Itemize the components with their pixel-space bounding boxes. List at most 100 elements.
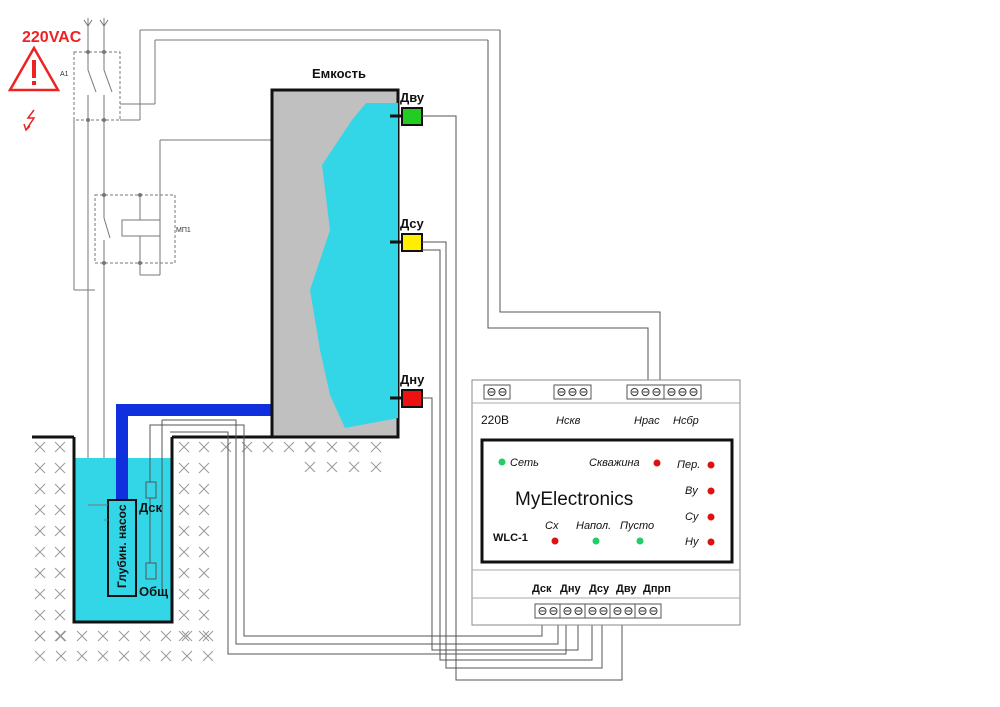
breaker-dots [86, 50, 142, 265]
storage-tank [270, 88, 400, 439]
hatch-mark [55, 650, 67, 662]
hatch-mark [34, 525, 46, 537]
label-dnu: Дну [560, 583, 581, 595]
hatch-mark [304, 441, 316, 453]
label-dsk: Дск [532, 583, 552, 595]
pump-label: Глубин. насос [115, 504, 129, 588]
hatch-mark [178, 462, 190, 474]
hatch-mark [181, 650, 193, 662]
indicator-pusto-label: Пусто [620, 520, 654, 532]
indicator-su-led [707, 513, 715, 521]
breaker-label: A1 [60, 71, 69, 78]
tank-title: Емкость [312, 66, 366, 81]
deep-well-pump: Глубин. насос [107, 499, 137, 597]
hatch-mark [55, 630, 67, 642]
hatch-mark [34, 630, 46, 642]
hatch-mark [54, 630, 66, 642]
tank-water [310, 103, 398, 428]
indicator-sx-label: Сх [545, 520, 559, 532]
hatch-mark [198, 525, 210, 537]
hatch-mark [198, 630, 210, 642]
hatch-mark [34, 441, 46, 453]
top-terminals [483, 384, 702, 400]
hatch-mark [198, 483, 210, 495]
indicator-vu-led [707, 487, 715, 495]
hatch-mark [54, 462, 66, 474]
tank-sensor-middle: Дсу [390, 216, 424, 252]
indicator-nu-led [707, 538, 715, 546]
hatch-mark [54, 567, 66, 579]
label-dsu: Дсу [589, 583, 610, 595]
hatch-mark [198, 609, 210, 621]
pump-wires [88, 504, 108, 521]
hatch-mark [178, 609, 190, 621]
hatch-mark [160, 630, 172, 642]
hatch-mark [54, 588, 66, 600]
ground-hatching [34, 441, 382, 662]
hatch-mark [198, 546, 210, 558]
indicator-nu-label: Ну [685, 536, 700, 548]
model-label: WLC-1 [493, 532, 528, 544]
indicator-set: Сеть Скважина Сх Напол. Пусто Пер. Ву Су… [498, 457, 715, 548]
hatch-mark [178, 525, 190, 537]
hatch-mark [198, 588, 210, 600]
hatch-mark [348, 441, 360, 453]
hatch-mark [34, 462, 46, 474]
indicator-skvazhina-led [653, 459, 661, 467]
hatch-mark [34, 609, 46, 621]
voltage-label: 220VAC [22, 29, 82, 46]
hatch-mark [34, 504, 46, 516]
hatch-mark [283, 441, 295, 453]
hatch-mark [54, 441, 66, 453]
label-dvu: Дву [616, 583, 637, 595]
hatch-mark [54, 504, 66, 516]
hatch-mark [178, 483, 190, 495]
hatch-mark [34, 546, 46, 558]
indicator-seti-led [498, 458, 506, 466]
hatch-mark [181, 630, 193, 642]
hatch-mark [202, 630, 214, 642]
label-220v: 220В [481, 413, 509, 427]
hatch-mark [198, 441, 210, 453]
bottom-terminals [534, 603, 662, 619]
hatch-mark [97, 650, 109, 662]
hatch-mark [97, 630, 109, 642]
hatch-mark [139, 650, 151, 662]
hatch-mark [54, 546, 66, 558]
hatch-mark [178, 588, 190, 600]
controller-unit: 220В Нскв Нрас Нсбр MyElectronics WLC-1 … [471, 379, 741, 626]
water-pipe [116, 404, 272, 500]
hatch-mark [178, 567, 190, 579]
hatch-mark [54, 609, 66, 621]
breaker-schematic [73, 18, 500, 520]
indicator-sx-led [551, 537, 559, 545]
hatch-mark [178, 441, 190, 453]
sensor-lower-label: Дну [400, 372, 425, 387]
hatch-mark [370, 461, 382, 473]
hatch-mark [118, 650, 130, 662]
indicator-pusto-led [636, 537, 644, 545]
hatch-mark [178, 630, 190, 642]
hatch-mark [118, 630, 130, 642]
hatch-mark [262, 441, 274, 453]
well-sensor [145, 420, 163, 590]
indicator-vu-label: Ву [685, 485, 699, 497]
warning-block: 220VAC [7, 29, 82, 132]
hatch-mark [198, 567, 210, 579]
hatch-mark [139, 630, 151, 642]
hatch-mark [178, 504, 190, 516]
hatch-mark [202, 650, 214, 662]
indicator-per-led [707, 461, 715, 469]
hatch-mark [348, 461, 360, 473]
common-label: Общ [139, 584, 168, 599]
sensor-middle-label: Дсу [400, 216, 424, 231]
warning-triangle-icon [7, 45, 61, 92]
label-nskv: Нскв [556, 415, 581, 427]
indicator-per-label: Пер. [677, 459, 700, 471]
hatch-mark [178, 546, 190, 558]
hatch-mark [326, 441, 338, 453]
hatch-mark [34, 567, 46, 579]
lightning-icon [23, 109, 36, 132]
hatch-mark [198, 462, 210, 474]
hatch-mark [54, 525, 66, 537]
